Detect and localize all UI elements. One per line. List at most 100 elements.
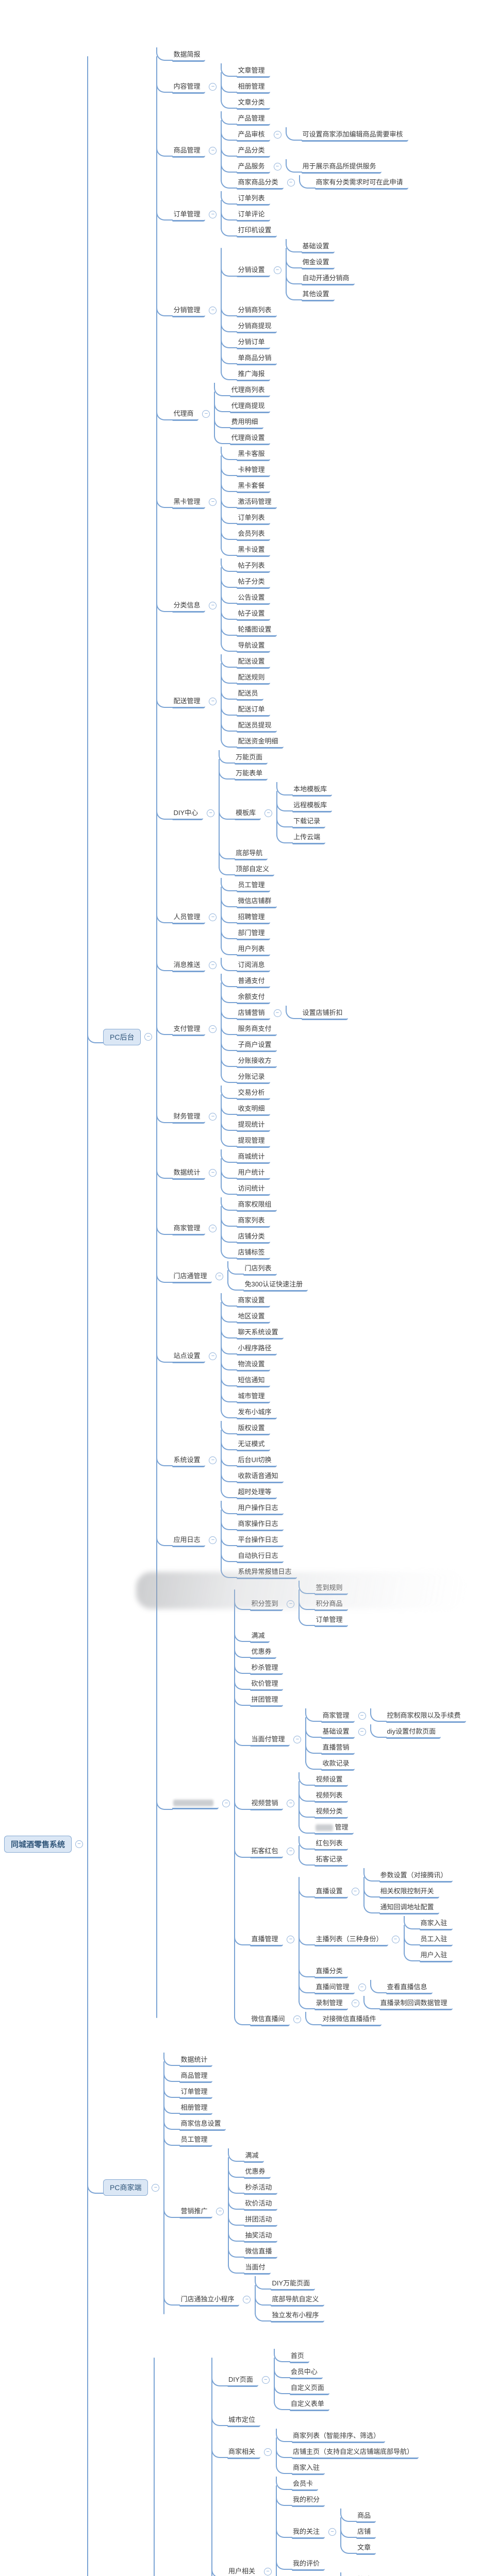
collapse-minus-icon[interactable]: − — [209, 498, 217, 506]
node-label[interactable]: 产品审核 — [237, 128, 270, 142]
collapse-minus-icon[interactable]: − — [209, 1456, 217, 1464]
node-label[interactable]: 优惠券 — [250, 1645, 277, 1659]
node-label[interactable]: 顶部自定义 — [235, 862, 275, 876]
node-label[interactable]: DIY页面 — [227, 2373, 258, 2387]
node-label[interactable]: 黑卡客服 — [237, 447, 270, 461]
collapse-minus-icon[interactable]: − — [209, 1113, 217, 1121]
node-label[interactable]: 平台操作日志 — [237, 1533, 284, 1547]
node-label[interactable]: 视频分类 — [314, 1805, 348, 1819]
node-label[interactable]: 分销管理 — [172, 303, 206, 317]
node-label[interactable]: 商家商品分类 — [237, 176, 284, 190]
node-label[interactable]: 用户入驻 — [419, 1948, 453, 1962]
collapse-minus-icon[interactable]: − — [273, 162, 281, 171]
collapse-minus-icon[interactable]: − — [261, 2376, 270, 2384]
node-label[interactable]: 订单管理 — [172, 208, 206, 222]
node-label[interactable]: 万能页面 — [235, 751, 268, 765]
node-label[interactable]: 轮播图设置 — [237, 623, 277, 637]
node-label[interactable]: 我的关注 — [292, 2525, 325, 2539]
collapse-minus-icon[interactable]: − — [358, 1983, 366, 1991]
collapse-minus-icon[interactable]: − — [209, 306, 217, 314]
collapse-minus-icon[interactable]: − — [273, 1009, 281, 1017]
node-label[interactable]: 商家入驻 — [419, 1917, 453, 1930]
node-label[interactable]: 后台UI切换 — [237, 1453, 277, 1467]
node-label[interactable]: 分销设置 — [237, 263, 270, 277]
node-label[interactable]: 用于展示商品所提供服务 — [301, 160, 382, 174]
node-label[interactable]: 激活码管理 — [237, 495, 277, 509]
collapse-minus-icon[interactable]: − — [209, 1225, 217, 1232]
node-label[interactable]: 文章 — [356, 2541, 376, 2555]
collapse-minus-icon[interactable]: − — [209, 913, 217, 921]
node-label[interactable]: 代理商设置 — [230, 431, 270, 445]
collapse-minus-icon[interactable]: − — [264, 2568, 272, 2575]
node-label[interactable]: 相册管理 — [179, 2101, 213, 2115]
node-label[interactable]: 超时处理等 — [237, 1485, 277, 1499]
node-label[interactable]: 物流设置 — [237, 1358, 270, 1371]
node-label[interactable]: 店铺分类 — [237, 1230, 270, 1244]
node-label[interactable]: 提现统计 — [237, 1118, 270, 1132]
node-label[interactable]: 子商户设置 — [237, 1038, 277, 1052]
node-label[interactable]: 无证模式 — [237, 1437, 270, 1451]
node-label[interactable]: 门店通管理 — [172, 1269, 212, 1283]
node-label[interactable]: 其他设置 — [301, 287, 335, 301]
node-label[interactable]: 营销推广 — [179, 2205, 213, 2218]
node-label[interactable]: 录制管理 — [314, 1996, 348, 2010]
node-label[interactable]: 积分商品 — [314, 1597, 348, 1611]
node-label[interactable]: 配送订单 — [237, 703, 270, 717]
node-label[interactable]: 产品服务 — [237, 160, 270, 174]
node-label[interactable]: 拓客红包 — [250, 1844, 284, 1858]
node-label[interactable]: 帖子分类 — [237, 575, 270, 589]
branch-box[interactable]: PC商家端 — [103, 2179, 148, 2196]
node-label[interactable]: 站点设置 — [172, 1349, 206, 1363]
node-label[interactable]: 微信直播 — [244, 2245, 277, 2259]
node-label[interactable]: 店铺主页（支持自定义店铺端底部导航） — [292, 2445, 419, 2459]
node-label[interactable]: 自动开通分销商 — [301, 272, 355, 285]
node-label[interactable]: 推广海报 — [237, 367, 270, 381]
node-label[interactable]: 帖子列表 — [237, 559, 270, 573]
collapse-minus-icon[interactable]: − — [209, 602, 217, 609]
node-label[interactable]: 店铺 — [356, 2525, 376, 2539]
collapse-minus-icon[interactable]: − — [273, 130, 281, 139]
node-label[interactable]: 抽奖活动 — [244, 2229, 277, 2243]
node-label[interactable]: 商家入驻 — [292, 2461, 325, 2475]
node-label[interactable]: 小程序路径 — [237, 1342, 277, 1355]
node-label[interactable]: 直播管理 — [250, 1933, 284, 1946]
node-label[interactable]: 访问统计 — [237, 1182, 270, 1196]
node-label[interactable]: 产品分类 — [237, 144, 270, 158]
node-label[interactable]: diy设置付款页面 — [386, 1725, 441, 1739]
node-label[interactable]: 当面付管理 — [250, 1733, 290, 1747]
node-label[interactable]: 数据统计 — [172, 1166, 206, 1180]
collapse-minus-icon[interactable]: − — [293, 2015, 302, 2023]
node-label[interactable]: 门店通独立小程序 — [179, 2293, 240, 2307]
collapse-minus-icon[interactable]: − — [144, 1033, 153, 1041]
node-label[interactable]: 配送资金明细 — [237, 735, 284, 749]
node-label[interactable]: 地区设置 — [237, 1310, 270, 1324]
root-box[interactable]: 同城酒零售系统 — [4, 1836, 72, 1853]
collapse-minus-icon[interactable]: − — [264, 809, 273, 817]
node-label[interactable]: 城市管理 — [237, 1389, 270, 1403]
node-label[interactable]: 免300认证快速注册 — [243, 1278, 308, 1292]
node-label[interactable]: 视频设置 — [314, 1773, 348, 1787]
node-label[interactable]: 数据统计 — [179, 2053, 213, 2067]
node-label[interactable]: 分销订单 — [237, 335, 270, 349]
node-label[interactable]: 商品管理 — [172, 144, 206, 158]
branch-box[interactable]: PC后台 — [103, 1028, 141, 1045]
node-label[interactable]: 订单列表 — [237, 192, 270, 206]
node-label[interactable]: 费用明细 — [230, 415, 263, 429]
node-label[interactable]: 应用日志 — [172, 1533, 206, 1547]
collapse-minus-icon[interactable]: − — [216, 2208, 224, 2215]
collapse-minus-icon[interactable]: − — [209, 1025, 217, 1033]
collapse-minus-icon[interactable]: − — [152, 2183, 160, 2192]
node-label[interactable]: 首页 — [289, 2349, 309, 2363]
collapse-minus-icon[interactable]: − — [287, 178, 295, 187]
node-label[interactable]: 商城统计 — [237, 1150, 270, 1164]
collapse-minus-icon[interactable]: − — [209, 146, 217, 155]
collapse-minus-icon[interactable]: − — [209, 1352, 217, 1360]
node-label[interactable]: 分销商提现 — [237, 319, 277, 333]
node-label[interactable]: 用户列表 — [237, 942, 270, 956]
node-label[interactable]: 查看直播信息 — [386, 1980, 433, 1994]
collapse-minus-icon[interactable]: − — [287, 1848, 295, 1855]
node-label[interactable]: 直播分类 — [314, 1964, 348, 1978]
node-label[interactable]: 满减 — [244, 2149, 264, 2163]
node-label[interactable]: 招聘管理 — [237, 910, 270, 924]
node-label[interactable]: 佣金设置 — [301, 256, 335, 269]
